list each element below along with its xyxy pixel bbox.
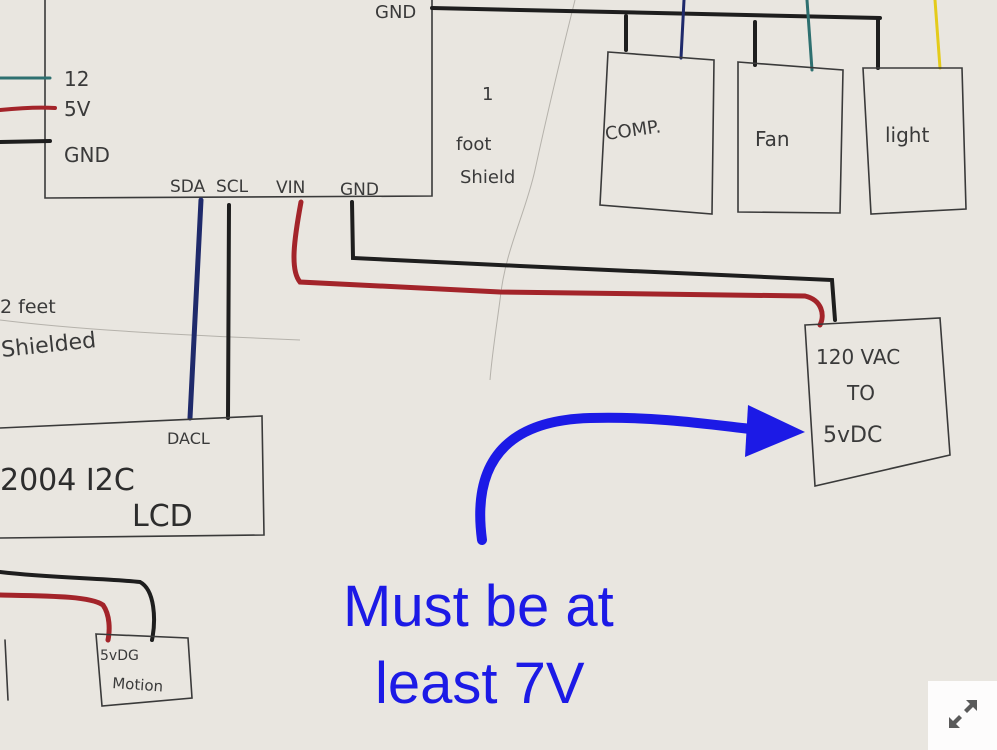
power-supply-box <box>804 317 951 487</box>
pin-5v-label: 5V <box>64 97 91 121</box>
pin-sda-label: SDA <box>170 177 206 197</box>
psu-line3: 5vDC <box>823 423 882 448</box>
power-wires <box>291 199 837 328</box>
top-gnd-label: GND <box>375 2 416 23</box>
psu-line1: 120 VAC <box>816 345 900 369</box>
relay-fan-label: Fan <box>755 127 790 151</box>
controller-block <box>44 0 433 199</box>
pin-gnd-bottom-label: GND <box>340 180 379 200</box>
motion-box <box>95 633 193 707</box>
expand-button[interactable] <box>928 681 997 750</box>
gnd-bus-wires <box>430 0 942 72</box>
cable-top-line2: foot <box>456 134 491 155</box>
lcd-line2: LCD <box>132 499 193 534</box>
motion-pins-label: 5vDG <box>100 648 139 664</box>
expand-arrows-icon <box>945 696 981 736</box>
annotation-arrow <box>475 405 805 545</box>
lcd-pins-label: DACL <box>167 429 210 448</box>
pin-12-label: 12 <box>64 67 89 91</box>
lcd-line1: 2004 I2C <box>0 463 135 498</box>
motion-wires <box>0 570 156 701</box>
paper-creases <box>0 0 576 381</box>
relay-boxes <box>599 51 967 215</box>
psu-line2: TO <box>846 381 875 405</box>
annotation-line1: Must be at <box>343 574 614 639</box>
annotation-line2: least 7V <box>375 651 585 716</box>
cable-top-line3: Shield <box>460 167 515 188</box>
lcd-box <box>0 415 265 539</box>
motion-label: Motion <box>112 674 164 696</box>
cable-left-line1: 2 feet <box>0 296 56 318</box>
pin-vin-label: VIN <box>276 178 305 198</box>
i2c-wires <box>187 197 231 421</box>
pin-gnd-label: GND <box>64 143 110 167</box>
cable-top-line1: 1 <box>482 84 493 105</box>
left-pin-wires <box>0 76 57 144</box>
relay-comp-label: COMP. <box>604 116 662 145</box>
relay-light-label: light <box>885 123 929 147</box>
cable-left-line2: Shielded <box>0 328 97 363</box>
pin-scl-label: SCL <box>216 177 249 197</box>
